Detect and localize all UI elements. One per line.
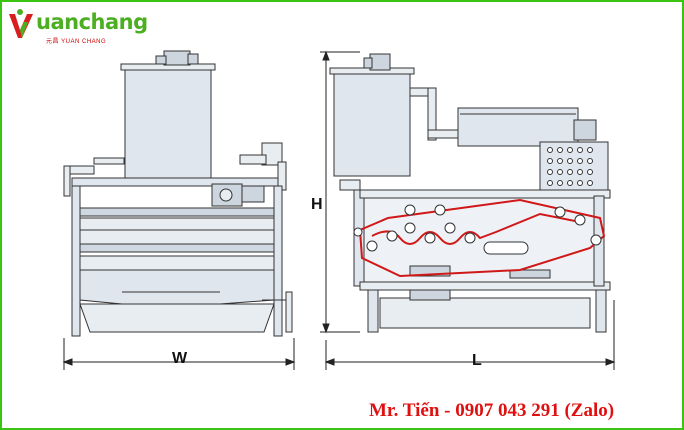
belt-rollers bbox=[353, 204, 602, 252]
side-view bbox=[329, 53, 611, 333]
logo-wordmark: uanchang bbox=[36, 10, 148, 34]
company-logo: uanchang 元昌 YUAN CHANG bbox=[6, 8, 148, 45]
length-dimension-label: L bbox=[472, 352, 482, 369]
dimension-lines bbox=[62, 50, 616, 370]
contact-line: Mr. Tiến - 0907 043 291 (Zalo) bbox=[369, 400, 615, 421]
logo-mark-icon bbox=[9, 9, 33, 38]
width-dimension-label: W bbox=[172, 350, 188, 367]
logo-subtitle: 元昌 YUAN CHANG bbox=[46, 39, 107, 45]
height-dimension-label: H bbox=[311, 196, 323, 213]
front-view bbox=[63, 50, 293, 337]
